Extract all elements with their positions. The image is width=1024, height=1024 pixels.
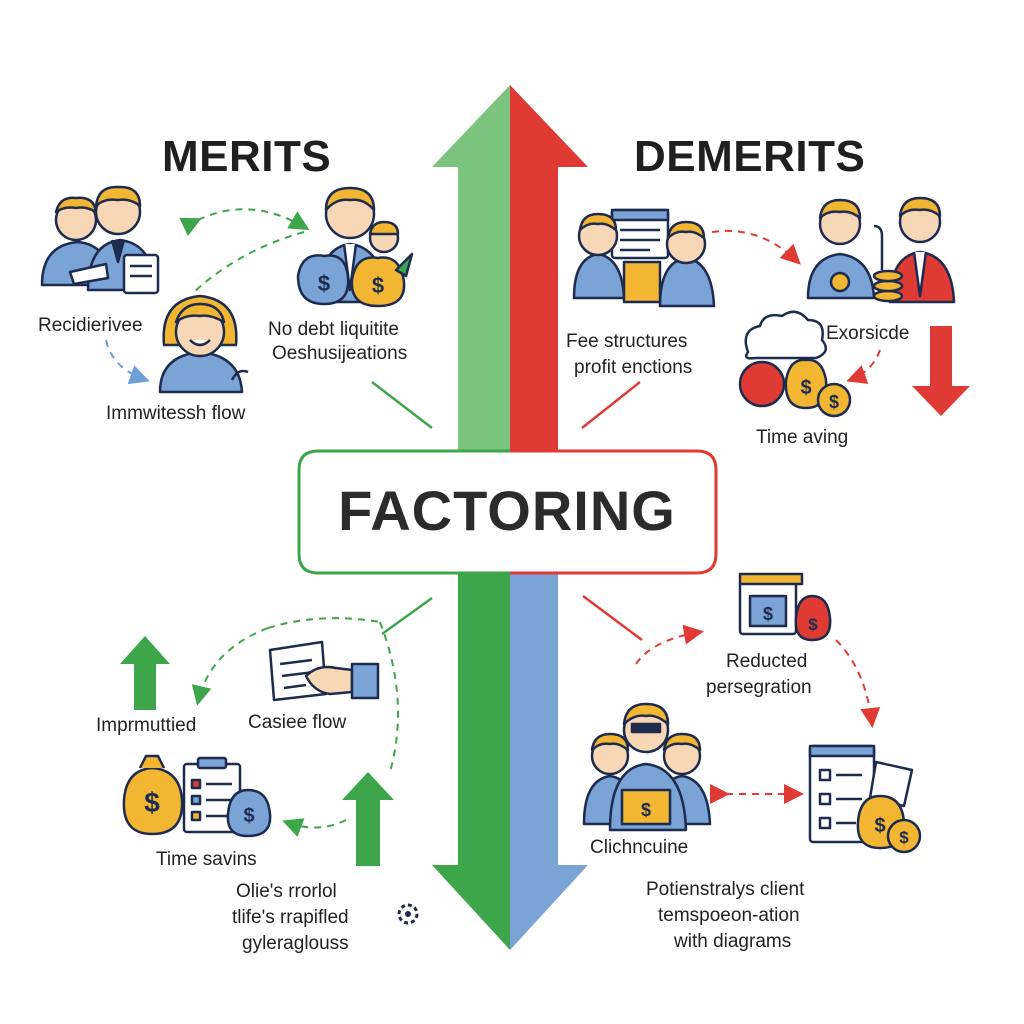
dollar-sign-icon: $: [763, 604, 773, 624]
merit-footer-line: tlife's rrapifled: [232, 907, 349, 928]
dollar-sign-icon: $: [808, 615, 818, 634]
flow-arrow: [711, 229, 801, 265]
dollar-sign-icon: $: [800, 377, 811, 399]
central-up-arrow: [432, 85, 588, 465]
merit-label: Immwitessh flow: [106, 403, 246, 424]
dollar-sign-icon: $: [318, 271, 330, 296]
connector-line: [381, 596, 433, 636]
demerit-team-icon: [582, 702, 712, 832]
merit-label: Recidierivee: [38, 315, 143, 336]
merits-heading: MERITS: [162, 132, 332, 181]
flow-arrow: [105, 339, 150, 385]
factoring-box-frame: [297, 449, 718, 575]
demerit-cloud-money-icon: [738, 310, 852, 418]
demerit-checklist-money-icon: [808, 744, 922, 854]
central-down-arrow: [432, 558, 588, 950]
merit-label: Casiee flow: [248, 712, 347, 733]
connector-line: [581, 381, 641, 429]
merit-footer-line: Olie's rrorlol: [236, 881, 337, 902]
growth-arrow-icon: [120, 636, 170, 710]
demerit-label: Time aving: [756, 427, 849, 448]
connector-line: [371, 381, 433, 429]
demerit-label: Clichncuine: [590, 837, 689, 858]
demerit-two-men-coins-icon: [806, 196, 956, 304]
demerit-label: persegration: [706, 677, 812, 698]
growth-arrow-icon: [342, 772, 394, 866]
merit-label: Oeshusijeations: [272, 343, 408, 364]
demerits-arrow-down-half: [510, 558, 588, 950]
dollar-sign-icon: $: [874, 815, 885, 837]
demerit-laptop-money-icon: [738, 572, 832, 642]
dollar-sign-icon: $: [829, 392, 839, 412]
demerit-label: Reducted: [726, 651, 808, 672]
demerit-footer-line: Potienstralys client: [646, 879, 805, 900]
merit-man-money-bags-icon: [296, 186, 414, 308]
demerit-footer-line: with diagrams: [674, 931, 792, 952]
demerit-label: profit enctions: [574, 357, 693, 378]
merit-label: No debt liquitite: [268, 319, 399, 340]
connector-line: [582, 594, 643, 642]
merits-arrow-down-half: [432, 558, 510, 950]
decline-arrow-icon: [912, 326, 970, 416]
dollar-sign-icon: $: [372, 273, 384, 298]
flow-arrow: [835, 639, 881, 728]
dollar-sign-icon: $: [641, 800, 651, 820]
demerits-heading: DEMERITS: [634, 132, 866, 181]
demerit-footer-line: temspoeon-ation: [658, 905, 800, 926]
merit-money-clipboard-icon: [122, 754, 272, 838]
merit-label: Time savins: [156, 849, 257, 870]
flow-arrow: [282, 818, 347, 837]
merit-woman-icon: [158, 294, 249, 394]
flow-arrow: [379, 621, 399, 773]
merit-footer-line: gyleraglouss: [242, 933, 349, 954]
exchange-arrow: [193, 231, 305, 293]
flow-arrow: [267, 617, 381, 629]
demerits-arrow-up-half: [510, 85, 588, 465]
merit-people-pair-icon: [40, 185, 160, 295]
flow-arrow: [846, 349, 881, 384]
merit-invoice-hand-icon: [268, 640, 380, 702]
demerit-people-screen-icon: [572, 208, 716, 308]
flow-arrow: [635, 624, 704, 665]
gear-icon: [397, 903, 419, 925]
merits-arrow-up-half: [432, 85, 510, 465]
flow-arrow: [191, 627, 269, 706]
exchange-arrow: [179, 208, 310, 236]
dollar-sign-icon: $: [243, 805, 254, 827]
merit-label: Imprmuttied: [96, 715, 197, 736]
dollar-sign-icon: $: [144, 787, 160, 818]
dollar-sign-icon: $: [899, 828, 909, 847]
demerit-label: Fee structures: [566, 331, 688, 352]
factoring-title: FACTORING: [338, 479, 676, 542]
demerit-label: Exorsicde: [826, 323, 910, 344]
